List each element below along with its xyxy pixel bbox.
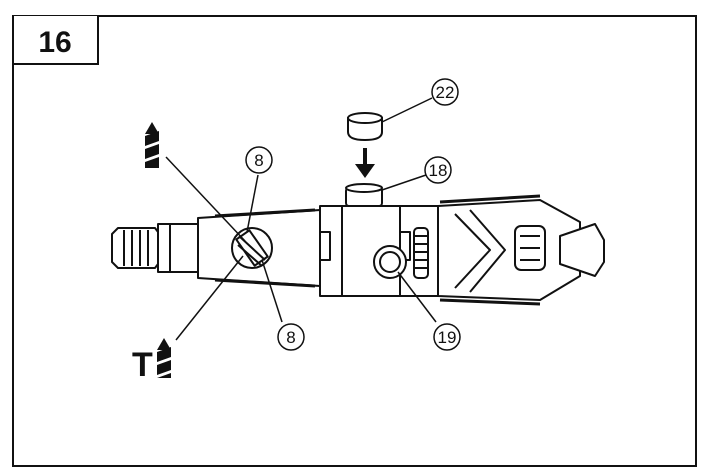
callout-18-label: 18 bbox=[429, 161, 448, 180]
motor-chevron bbox=[469, 209, 506, 293]
motor-stripe bbox=[439, 194, 541, 204]
hammer-mode-letter: T bbox=[132, 346, 153, 384]
callout-19: 19 bbox=[433, 323, 461, 351]
leader-drill-mode bbox=[165, 156, 246, 242]
callout-19-label: 19 bbox=[438, 328, 457, 347]
housing-stripe bbox=[214, 208, 316, 218]
drill-bit-icon bbox=[145, 122, 159, 168]
rotary-hammer-drill bbox=[111, 183, 605, 306]
insert-arrow bbox=[355, 148, 375, 178]
leader-hammer-mode bbox=[175, 255, 244, 341]
lock-button-center bbox=[379, 251, 401, 273]
grease-cap bbox=[347, 112, 383, 142]
figure-number: 16 bbox=[38, 26, 71, 59]
callout-22: 22 bbox=[431, 78, 459, 106]
leader-22 bbox=[381, 97, 433, 123]
callout-22-label: 22 bbox=[436, 83, 455, 102]
housing-stripe bbox=[214, 278, 316, 288]
rear-handle bbox=[559, 223, 605, 277]
gear-housing-notch bbox=[320, 231, 331, 261]
motor-stripe bbox=[439, 298, 541, 306]
outer-frame bbox=[12, 15, 697, 467]
callout-8-top: 8 bbox=[245, 146, 273, 174]
callout-18: 18 bbox=[424, 156, 452, 184]
callout-8-bottom: 8 bbox=[277, 323, 305, 351]
motor-chevron bbox=[454, 213, 491, 289]
callout-8-top-label: 8 bbox=[254, 151, 263, 170]
hammer-drill-bit-icon bbox=[157, 338, 171, 378]
figure-number-box bbox=[12, 16, 99, 65]
motor-housing bbox=[437, 199, 581, 301]
lubrication-port-top bbox=[345, 183, 383, 193]
leader-8-top bbox=[246, 174, 259, 233]
knob-ridge bbox=[237, 244, 263, 267]
callout-8-bottom-label: 8 bbox=[286, 328, 295, 347]
leader-8-bottom bbox=[261, 259, 283, 323]
chuck bbox=[111, 227, 159, 269]
chuck-collar bbox=[157, 223, 199, 273]
leader-18 bbox=[381, 174, 427, 191]
leader-19 bbox=[397, 271, 437, 323]
